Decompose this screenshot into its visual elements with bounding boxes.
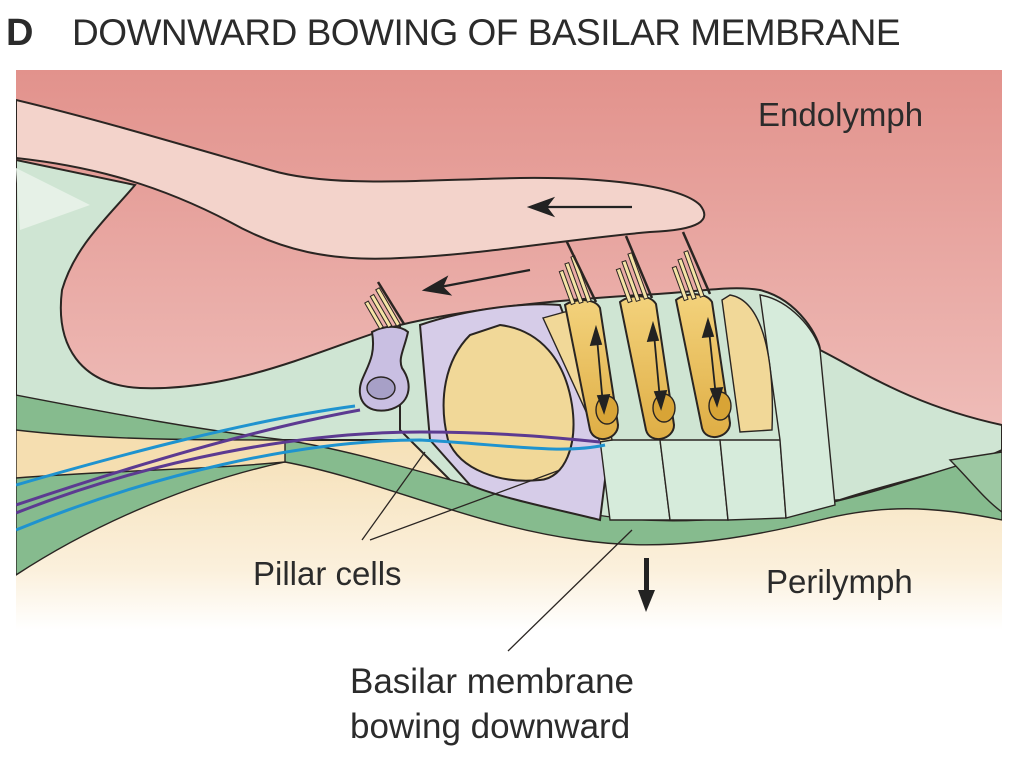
figure-title: DOWNWARD BOWING OF BASILAR MEMBRANE [72,12,901,53]
inner-hair-cell-stereocilia [364,287,401,330]
spiral-ligament-wedge [948,451,1002,513]
efferent-nerve-fiber [16,408,361,507]
spiral-limbus [16,158,472,441]
outer-hair-cells [542,293,774,443]
nerve-fibers [16,404,606,532]
afferent-nerve-fiber [16,438,606,532]
motion-arrows [421,196,724,415]
deiters-cells [599,294,836,521]
panel-letter: D [6,11,34,54]
label-endolymph: Endolymph [758,96,923,133]
label-pillar-cells: Pillar cells [253,555,402,592]
tectorial-membrane [16,98,706,260]
label-leaders [361,451,633,652]
label-perilymph: Perilymph [766,563,913,600]
afferent-nerve-fiber [16,404,356,487]
arrow-head-left [526,196,556,218]
outer-phalangeal-cell [721,294,774,433]
limbus-highlight [16,168,90,230]
arrow-head-left [421,275,453,296]
stereocilia [364,231,712,330]
label-basilar-membrane-line2: bowing downward [350,707,630,746]
inner-hair-cell-nucleus [366,376,396,400]
tunnel-of-corti [442,323,575,482]
figure-title-row: D DOWNWARD BOWING OF BASILAR MEMBRANE [6,8,901,58]
efferent-nerve-fiber [16,430,601,515]
label-basilar-membrane-line1: Basilar membrane [350,662,634,701]
downward-arrow-icon [638,558,655,612]
hair-cell-length-arrows [589,316,724,415]
